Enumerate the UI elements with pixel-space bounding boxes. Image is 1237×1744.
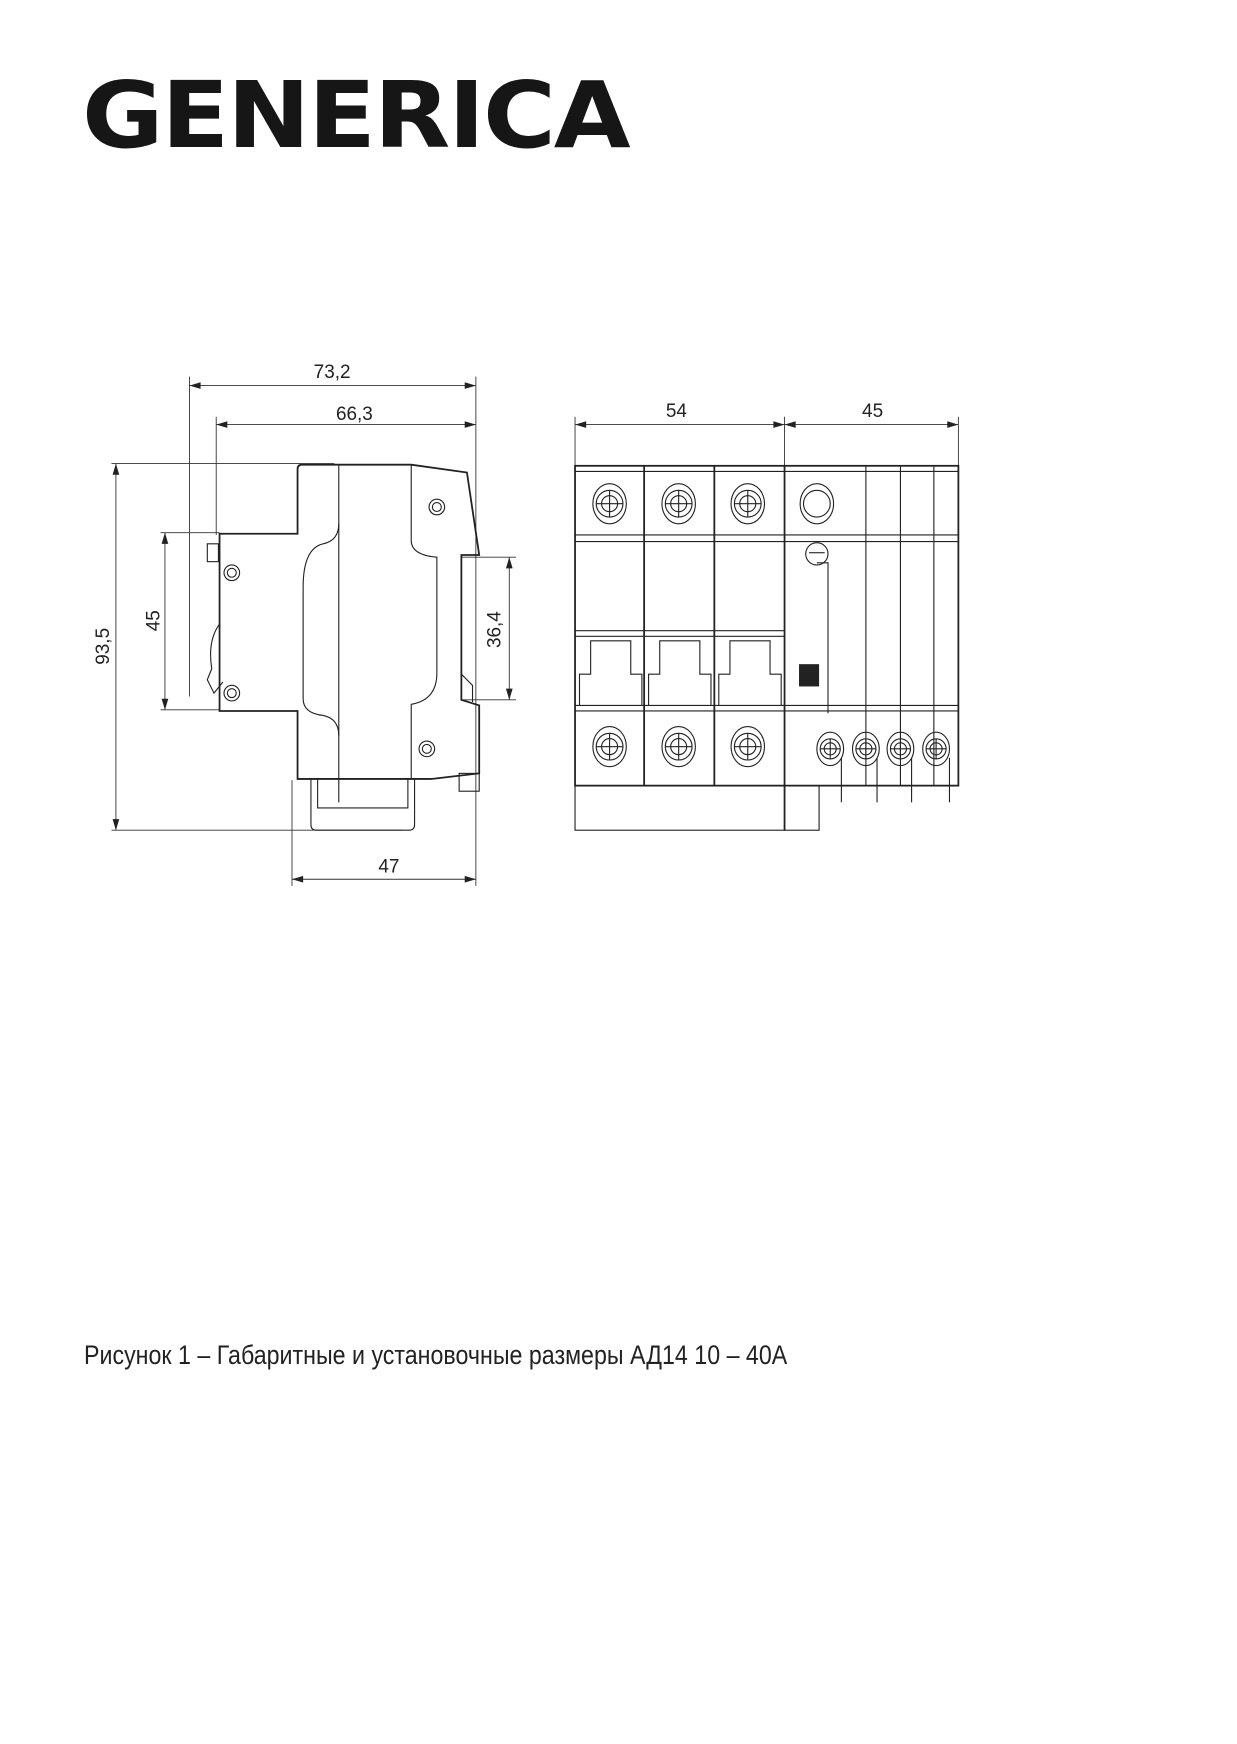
dim-label-54: 54 [666, 401, 687, 422]
terminal-screw-icon [661, 483, 696, 525]
screw-icon [428, 498, 446, 516]
screw-icon [418, 740, 436, 758]
side-view: 73,2 66,3 93,5 45 36,4 47 [93, 362, 516, 886]
figure-caption: Рисунок 1 – Габаритные и установочные ра… [84, 1340, 788, 1370]
terminal-screw-icon [816, 731, 845, 767]
screw-icon [223, 684, 241, 702]
dim-label-47: 47 [378, 857, 399, 878]
terminal-screw-icon [730, 483, 766, 525]
screw-icon [223, 564, 241, 582]
front-view: 54 45 [574, 401, 960, 831]
dim-label-45-module: 45 [862, 401, 883, 422]
dim-label-36-4: 36,4 [484, 611, 505, 648]
terminal-screw-icon [661, 726, 696, 768]
terminal-screw-icon [730, 726, 766, 768]
terminal-screw-icon [886, 731, 915, 767]
dim-label-93-5: 93,5 [93, 628, 114, 665]
terminal-screw-icon [592, 726, 627, 768]
rcd-knob [799, 664, 820, 687]
terminal-screw-icon [851, 731, 880, 767]
terminal-screw-icon [592, 483, 627, 525]
dim-label-73-2: 73,2 [314, 362, 351, 383]
dim-label-45: 45 [143, 610, 164, 631]
terminal-screw-icon [799, 483, 835, 525]
brand-logo: GENERICA [82, 62, 631, 169]
terminal-screw-icon [922, 731, 951, 767]
test-button-icon [805, 542, 829, 566]
dim-label-66-3: 66,3 [336, 404, 373, 425]
